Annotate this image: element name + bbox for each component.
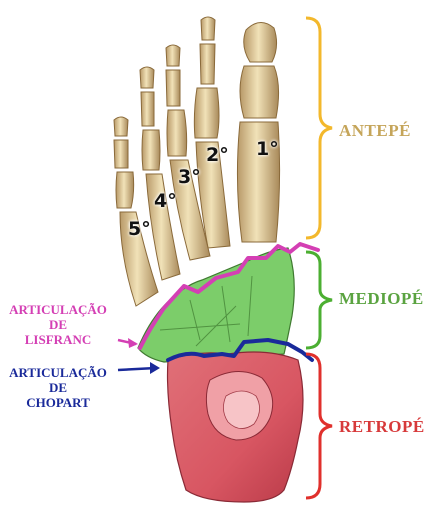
lisfranc-label-line3: LISFRANC	[24, 332, 92, 347]
toe-3-bones	[165, 44, 211, 261]
lisfranc-label-line1: ARTICULAÇÃO	[9, 302, 107, 317]
chopart-arrow	[117, 362, 160, 374]
chopart-label: ARTICULAÇÃO DE CHOPART	[2, 365, 114, 410]
chopart-joint-line	[166, 338, 314, 362]
lisfranc-label-line2: DE	[48, 317, 68, 332]
lisfranc-joint-line	[138, 242, 320, 350]
toe-label-3: 3°	[178, 166, 201, 188]
antepe-brace	[305, 16, 333, 240]
region-label-antepe: ANTEPÉ	[339, 121, 411, 140]
hindfoot-bones	[166, 351, 304, 503]
toe-label-1: 1°	[256, 138, 279, 160]
region-label-retrope: RETROPÉ	[339, 417, 425, 436]
toe-5-bones	[113, 116, 159, 307]
chopart-label-line2: DE	[48, 380, 68, 395]
lisfranc-arrow	[117, 338, 138, 348]
toe-4-bones	[139, 66, 181, 281]
toe-2-bones	[193, 16, 231, 249]
toe-label-4: 4°	[154, 190, 177, 212]
chopart-label-line3: CHOPART	[26, 395, 90, 410]
toe-label-5: 5°	[128, 218, 151, 240]
region-label-mediope: MEDIOPÉ	[339, 289, 424, 308]
toe-label-2: 2°	[206, 144, 229, 166]
mediope-brace	[305, 250, 333, 350]
retrope-brace	[305, 352, 333, 500]
chopart-label-line1: ARTICULAÇÃO	[9, 365, 107, 380]
lisfranc-label: ARTICULAÇÃO DE LISFRANC	[2, 302, 114, 347]
toe-1-bones	[236, 22, 281, 243]
